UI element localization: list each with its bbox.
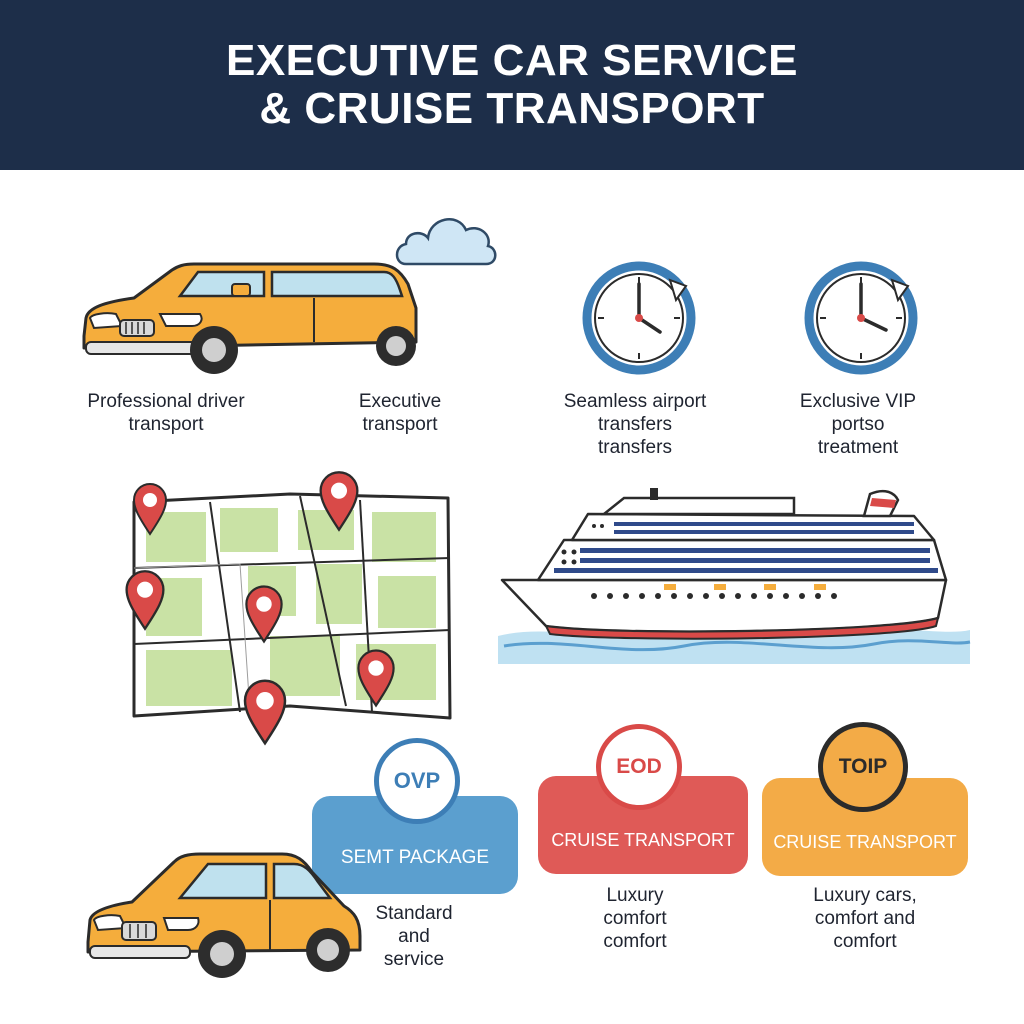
map-pin-icon (243, 679, 287, 746)
package-title: SEMT PACKAGE (340, 847, 490, 868)
package-badge-ovp: OVP (374, 738, 460, 824)
page-title-line-2: & CRUISE TRANSPORT (259, 84, 765, 133)
clock-icon (804, 261, 918, 375)
sedan-icon (86, 852, 362, 978)
clock-icon (582, 261, 696, 375)
package-title: CRUISE TRANSPORT (773, 831, 957, 852)
map-pin-icon (125, 570, 165, 631)
map-pin-icon (245, 585, 283, 644)
limousine-icon (82, 262, 418, 374)
map-pin-icon (319, 471, 359, 532)
package-title: CRUISE TRANSPORT (551, 829, 735, 850)
map-pin-icon (132, 483, 168, 536)
map-pin-icon (357, 649, 395, 708)
package-badge-toip: TOIP (818, 722, 908, 812)
cruise-ship-icon (498, 488, 971, 664)
cloud-icon (395, 218, 497, 266)
page-title-line-1: EXECUTIVE CAR SERVICE (225, 36, 799, 85)
header-banner: EXECUTIVE CAR SERVICE & CRUISE TRANSPORT (0, 0, 1024, 170)
package-badge-eod: EOD (596, 724, 682, 810)
